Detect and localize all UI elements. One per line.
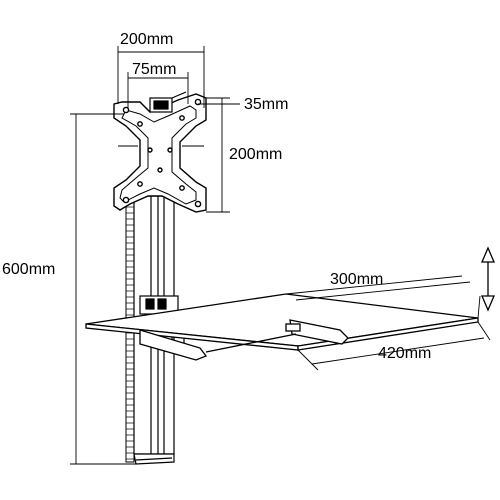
label-vesa-width: 200mm <box>120 31 173 48</box>
label-shelf-width: 420mm <box>378 345 431 362</box>
label-pole-height: 600mm <box>2 261 55 278</box>
label-clamp-offset: 35mm <box>244 96 288 113</box>
dimension-lines <box>70 46 491 465</box>
top-clamp <box>149 91 187 113</box>
label-vesa-height: 200mm <box>229 146 282 163</box>
label-vesa-inner-width: 75mm <box>132 61 176 78</box>
double-arrow-icon <box>481 246 495 312</box>
vesa-plate <box>113 93 207 213</box>
label-shelf-depth: 300mm <box>330 271 383 288</box>
